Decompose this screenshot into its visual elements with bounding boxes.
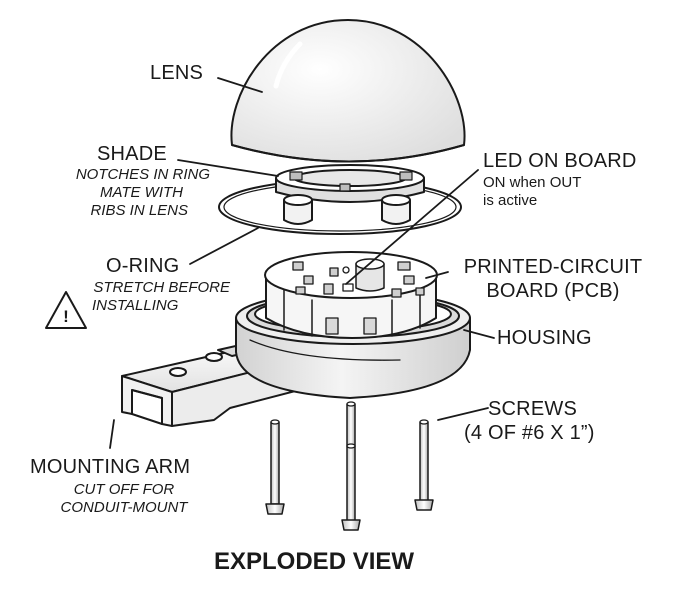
label-led-note-2: is active [483,192,538,209]
label-screws-1: SCREWS [488,398,577,420]
warning-glyph: ! [63,307,69,326]
screws [265,401,434,531]
label-o-ring-note-1: STRETCH BEFORE [93,279,230,296]
label-shade-note-1: NOTCHES IN RING [75,166,210,183]
label-lens: LENS [150,62,204,84]
diagram-title: EXPLODED VIEW [214,548,415,575]
leader-o-ring [189,227,259,265]
leader-shade [177,159,279,177]
label-pcb-1: PRINTED-CIRCUIT [463,256,643,278]
label-screws-2: (4 OF #6 X 1”) [464,422,595,444]
label-shade: SHADE [97,143,167,165]
label-o-ring: O-RING [106,255,180,277]
label-mounting-arm: MOUNTING ARM [30,456,191,478]
label-mounting-arm-note-2: CONDUIT-MOUNT [60,499,188,516]
leader-screws [437,407,489,421]
label-housing: HOUSING [497,327,592,349]
leader-lens [217,77,263,93]
label-shade-note-3: RIBS IN LENS [90,202,188,219]
label-led-on-board: LED ON BOARD [483,150,637,172]
leader-housing [463,329,495,339]
label-pcb-2: BOARD (PCB) [486,280,620,302]
leader-lines [109,77,495,449]
leader-led [345,169,479,285]
shade [275,164,425,225]
leader-mounting-arm [109,419,115,449]
lens [230,19,466,163]
label-o-ring-note-2: INSTALLING [92,297,179,314]
leader-pcb [425,271,449,279]
label-led-note-1: ON when OUT [483,174,582,191]
label-shade-note-2: MATE WITH [99,184,183,201]
warning-icon [45,291,87,329]
label-mounting-arm-note-1: CUT OFF FOR [73,481,175,498]
pcb-assembly [264,251,438,339]
